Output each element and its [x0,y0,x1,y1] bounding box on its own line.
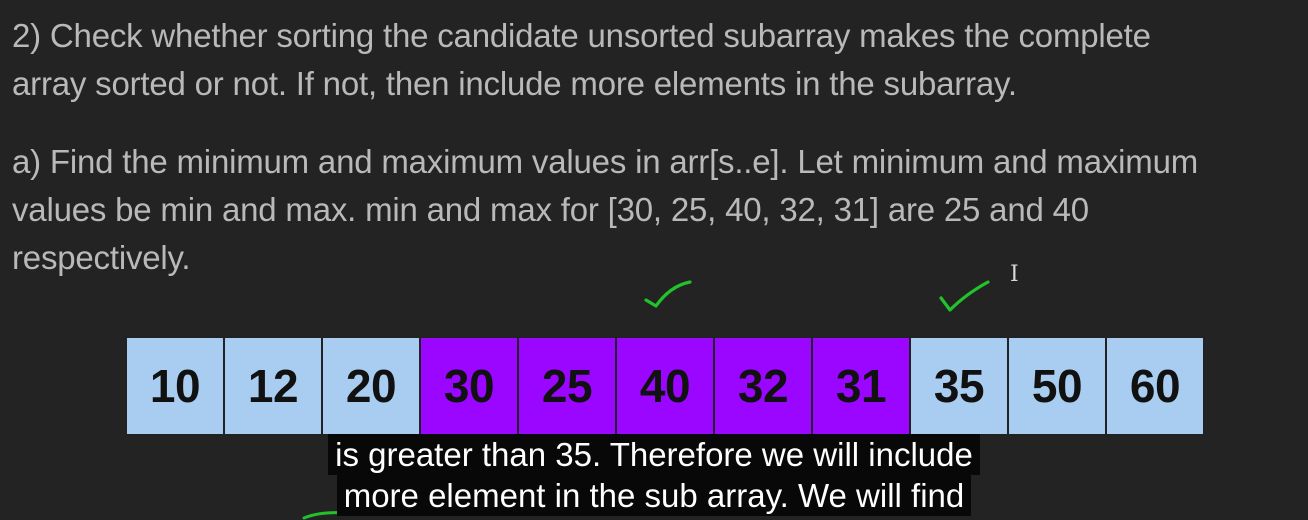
array-cell: 60 [1107,338,1205,434]
paragraph-line: array sorted or not. If not, then includ… [12,65,1017,102]
paragraph-line: respectively. [12,239,191,276]
step-a-paragraph: a) Find the minimum and maximum values i… [12,138,1198,282]
array-cell: 50 [1009,338,1107,434]
array-cell: 20 [323,338,421,434]
array-cell-subarray: 31 [813,338,911,434]
step-2-paragraph: 2) Check whether sorting the candidate u… [12,12,1151,108]
array-cell-subarray: 40 [617,338,715,434]
text-cursor-icon: I [1010,262,1019,287]
caption-line: is greater than 35. Therefore we will in… [328,434,980,475]
checkmark-icon [644,280,692,308]
paragraph-line: a) Find the minimum and maximum values i… [12,143,1199,180]
caption-line: more element in the sub array. We will f… [336,475,972,516]
array-cell-subarray: 25 [519,338,617,434]
array-cell: 10 [127,338,225,434]
array-cell-subarray: 32 [715,338,813,434]
checkmark-icon [939,280,990,312]
paragraph-line: 2) Check whether sorting the candidate u… [12,17,1151,54]
array-cell-subarray: 30 [421,338,519,434]
array-cell: 35 [911,338,1009,434]
array-cell: 12 [225,338,323,434]
video-captions: is greater than 35. Therefore we will in… [0,434,1308,516]
paragraph-line: values be min and max. min and max for [… [12,191,1089,228]
